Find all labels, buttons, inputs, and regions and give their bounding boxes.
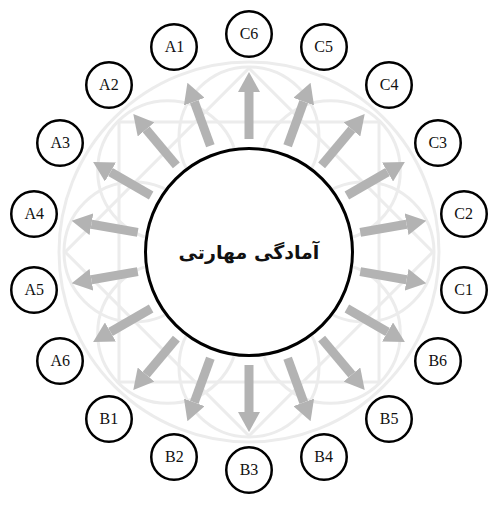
center-label: آمادگی مهارتی [179,241,320,263]
circle-shape [366,396,412,442]
watermark-rosette [59,62,439,442]
item-label: B2 [165,448,184,466]
arrow-connector [245,365,254,412]
arrow-connector [146,129,176,165]
arrow-connector [110,308,151,332]
arrow-connector [194,102,210,146]
arrow-connector [322,129,352,165]
item-circle: A3 [36,119,84,167]
item-circle: B5 [365,395,413,443]
circle-shape [415,120,461,166]
circle-shape [12,267,58,313]
arrow-connector [288,102,304,146]
central-circle: آمادگی مهارتی [144,147,354,357]
circle-shape [366,62,412,108]
item-circle: C4 [365,61,413,109]
item-circle: B6 [414,337,462,385]
item-label: A6 [50,352,70,370]
circle-shape [226,447,272,493]
circle-shape [37,338,83,384]
item-label: B1 [100,410,119,428]
item-label: A1 [165,38,185,56]
circle-shape [152,24,198,70]
item-label: C4 [380,76,399,94]
arrow-connector [347,172,388,195]
arrow-connector [194,358,210,402]
item-circle: A6 [36,337,84,385]
item-label: B6 [428,352,447,370]
item-label: B3 [240,461,259,479]
circle-shape [415,338,461,384]
item-circle: A4 [10,190,58,238]
item-label: C6 [240,25,259,43]
item-circle: C6 [225,10,273,58]
circle-shape [301,24,347,70]
item-label: C5 [314,38,333,56]
arrow-connector [91,272,137,280]
item-circle: B4 [300,433,348,481]
item-circle: A1 [150,23,198,71]
circle-shape [226,11,272,57]
item-label: A3 [50,134,70,152]
watermark-square [65,68,433,436]
item-label: B5 [380,410,399,428]
item-circle: C1 [440,266,488,314]
circle-shape [301,434,347,480]
item-label: A5 [25,281,45,299]
circle-shape [152,434,198,480]
item-circle: B1 [85,395,133,443]
arrow-connector [347,309,388,332]
arrow-connector [322,339,352,375]
item-label: C2 [454,205,473,223]
arrow-connector [360,272,406,280]
arrow-connector [146,339,176,375]
circle-shape [12,191,58,237]
item-label: C1 [454,281,473,299]
arrow-connector [245,92,254,139]
item-circle: C2 [440,190,488,238]
item-label: C3 [428,134,447,152]
arrow-connector [288,358,304,402]
circle-shape [441,267,487,313]
item-circle: A5 [10,266,58,314]
circle-shape [146,149,353,356]
circle-shape [86,62,132,108]
watermark-shapes [59,62,439,442]
circle-shape [86,396,132,442]
item-label: A4 [25,205,45,223]
circle-shape [37,120,83,166]
item-circle: A2 [85,61,133,109]
item-label: B4 [314,448,333,466]
arrow-connector [91,224,137,232]
watermark-circle [59,62,439,442]
item-label: A2 [99,76,119,94]
circle-shape [441,191,487,237]
arrow-connector [360,224,406,232]
item-circle: B2 [150,433,198,481]
item-circle: B3 [225,446,273,494]
item-circle: C5 [300,23,348,71]
arrow-connector [110,172,151,196]
item-circle: C3 [414,119,462,167]
